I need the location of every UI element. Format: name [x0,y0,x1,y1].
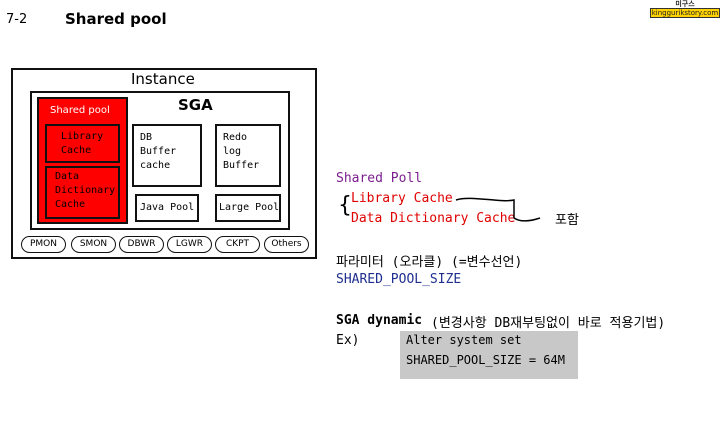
db-buffer-line1: DB [140,132,153,143]
process-smon: SMON [71,236,116,253]
redo-log-line2: log [223,146,242,157]
library-cache-line2: Cache [61,145,92,156]
left-brace: { [338,193,352,218]
sga-dynamic-desc: (변경사항 DB재부팅없이 바로 적용기법) [431,316,666,331]
db-buffer-line2: Buffer [140,146,177,157]
example-code-block [400,331,578,379]
includes-label: 포함 [555,213,579,228]
library-cache-note: Library Cache [351,191,453,206]
process-dbwr: DBWR [119,236,164,253]
section-number: 7-2 [6,12,28,27]
example-line2: SHARED_POOL_SIZE = 64M [406,353,565,367]
parameter-line: 파라미터 (오라클) (=변수선언) [336,255,523,270]
instance-label: Instance [131,70,195,88]
shared-pool-label: Shared pool [50,105,110,116]
sga-label: SGA [178,96,213,114]
redo-log-line1: Redo [223,132,248,143]
redo-log-line3: Buffer [223,160,260,171]
example-line1: Alter system set [406,333,522,347]
sga-dynamic-label: SGA dynamic [336,313,423,328]
data-dictionary-line1: Data [55,171,80,182]
library-cache-line1: Library [61,131,104,142]
parameter-name: SHARED_POOL_SIZE [336,272,462,287]
redo-log-buffer-label: Redo log Buffer [223,131,259,173]
data-dictionary-cache-box [45,166,120,219]
large-pool-box [215,194,281,222]
example-label: Ex) [336,333,360,348]
library-cache-box [45,124,120,163]
shared-poll-title: Shared Poll [336,171,423,186]
process-ckpt: CKPT [215,236,260,253]
java-pool-box [135,194,199,222]
data-dictionary-line2: Dictionary [55,185,116,196]
process-others: Others [264,236,309,253]
shared-pool-box [37,97,128,224]
data-dictionary-cache-note: Data Dictionary Cache [351,211,516,226]
large-pool-label: Large Pool [219,202,280,213]
page-title: Shared pool [65,10,167,28]
db-buffer-cache-label: DB Buffer cache [140,131,176,173]
process-pmon: PMON [21,236,66,253]
library-cache-label: Library Cache [61,130,103,158]
process-lgwr: LGWR [167,236,212,253]
db-buffer-line3: cache [140,160,171,171]
redo-log-buffer-box [215,124,281,187]
logo-line1: 미구스 [675,0,695,8]
java-pool-label: Java Pool [140,202,195,213]
data-dictionary-cache-label: Data Dictionary Cache [55,170,115,212]
data-dictionary-line3: Cache [55,199,86,210]
db-buffer-cache-box [132,124,202,187]
